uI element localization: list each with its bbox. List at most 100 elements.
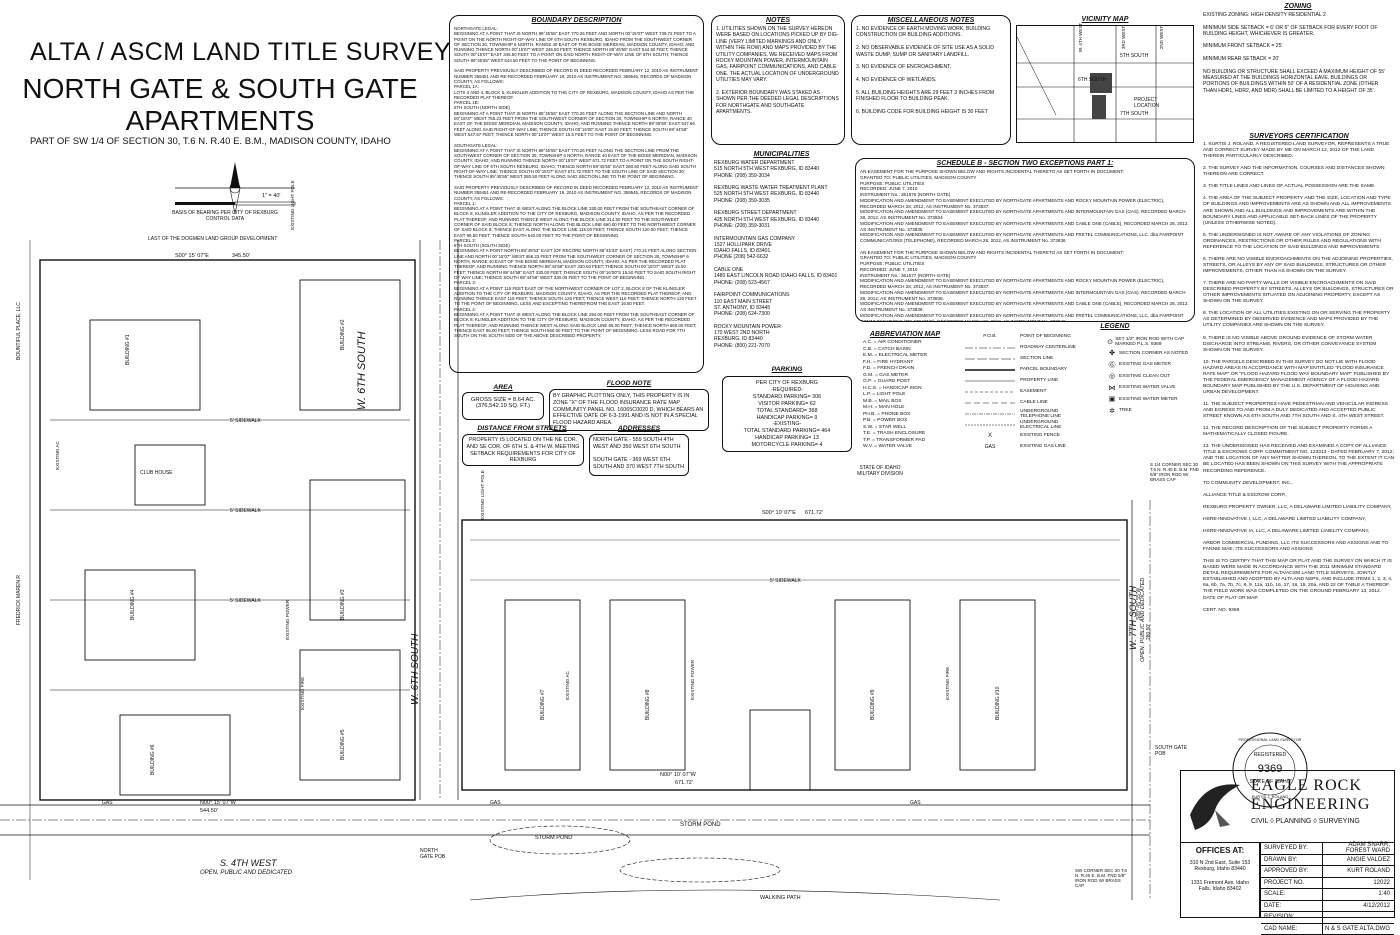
sheet-row: REVISION: xyxy=(1261,912,1394,924)
label-existing-ac-2: EXISTING AC xyxy=(565,671,570,700)
sheet-row-value: N & S GATE ALTA.DWG xyxy=(1323,926,1394,932)
sheet-row-value: KURT ROLAND xyxy=(1323,868,1394,874)
bearing-south-bottom: N00° 10' 07"W xyxy=(660,772,696,778)
label-storm-pond-a: STORM POND xyxy=(535,835,572,841)
label-building-6: BUILDING #6 xyxy=(150,744,156,775)
label-sw-corner: SW CORNER SEC 30 T.6 N. R.40 E. B.M. FND… xyxy=(1075,868,1131,888)
sheet-row-value: 1:40 xyxy=(1323,891,1394,897)
sheet-row: PROJECT NO.12022 xyxy=(1261,878,1394,890)
label-gas-2: GAS xyxy=(490,800,501,806)
sheet-row-label: SCALE: xyxy=(1261,889,1323,900)
label-6th-south: W. 6TH SOUTH xyxy=(356,332,368,410)
sheet-row: DATE:4/12/2012 xyxy=(1261,901,1394,913)
label-state-idaho: STATE OF IDAHO MILITARY DIVISION xyxy=(850,465,910,477)
label-building-4: BUILDING #4 xyxy=(130,589,136,620)
label-existing-power-2: EXISTING POWER xyxy=(690,660,695,700)
label-existing-lp-2: EXISTING LIGHT POLE xyxy=(480,470,485,520)
zoning-panel: ZONING EXISTING ZONING: HIGH DENSITY RES… xyxy=(1203,2,1393,130)
sheet-row-label: PROJECT NO. xyxy=(1261,878,1323,889)
company-tagline: CIVIL ◊ PLANNING ◊ SURVEYING xyxy=(1251,818,1360,825)
sheet-row-label: SURVEYED BY: xyxy=(1261,843,1323,854)
bearing-west: N00° 15' 07"W xyxy=(200,800,236,806)
office-2: 1331 Fremont Ave. Idaho Falls, Idaho 834… xyxy=(1181,880,1259,892)
label-existing-fire-2: EXISTING FIRE xyxy=(945,667,950,700)
survey-title-line2: NORTH GATE & SOUTH GATE xyxy=(20,72,420,105)
vicinity-label-3rd-west: 3RD WEST xyxy=(1121,26,1126,49)
sheet-row-label: REVISION: xyxy=(1261,912,1323,923)
municipalities-heading: MUNICIPALITIES xyxy=(714,151,849,158)
survey-title-line1: ALTA / ASCM LAND TITLE SURVEY OF: xyxy=(30,38,501,67)
sheet-row-value: 12022 xyxy=(1323,880,1394,886)
bearing-south-top: S00° 10' 07"E xyxy=(762,510,796,516)
sheet-row-value: 4/12/2012 xyxy=(1323,903,1394,909)
sheet-row: CAD NAME:N & S GATE ALTA.DWG xyxy=(1261,924,1394,935)
company-name-top: EAGLE ROCK xyxy=(1251,777,1362,795)
seal-line2: REGISTERED xyxy=(1230,752,1310,758)
label-sidewalk-3: 5' SIDEWALK xyxy=(230,598,261,604)
label-bountiful: BOUNTIFUL PLACE, LLC xyxy=(16,302,22,360)
label-4th-west: S. 4TH WEST xyxy=(220,858,277,868)
vicinity-label-6th-south: 6TH SOUTH xyxy=(1078,77,1106,83)
label-6th-south-b: W. 6TH SOUTH xyxy=(410,634,421,705)
south-gate-boundary xyxy=(462,520,1127,790)
label-building-7: BUILDING #7 xyxy=(540,689,546,720)
label-last-dogmen: LAST OF THE DOGMEN LAND GROUP DEVELOPMEN… xyxy=(148,236,277,242)
label-club-house: CLUB HOUSE xyxy=(140,470,173,476)
vicinity-label-2nd-west: 2ND WEST xyxy=(1159,26,1164,49)
vicinity-label-4th-west: W. 4TH WEST xyxy=(1078,23,1083,52)
site-plan-drawing xyxy=(0,180,1200,920)
label-north-gate-pob: NORTH GATE POB xyxy=(420,848,450,860)
label-building-1: BUILDING #1 xyxy=(125,334,131,365)
label-south-gate-pob: SOUTH GATE POB xyxy=(1155,745,1191,757)
label-building-2: BUILDING #2 xyxy=(340,319,346,350)
bearing-east: S89° 45' 55"W xyxy=(1136,588,1142,620)
label-building-8: BUILDING #8 xyxy=(645,689,651,720)
notes-heading: NOTES xyxy=(712,17,844,24)
zoning-text: EXISTING ZONING: HIGH DENSITY RESIDENTIA… xyxy=(1203,12,1393,94)
notes-panel: NOTES 1. UTILITIES SHOWN ON THE SURVEY H… xyxy=(711,15,845,145)
sheet-row: DRAWN BY:ANGIE VALDEZ xyxy=(1261,855,1394,867)
sheet-row-label: DRAWN BY: xyxy=(1261,855,1323,866)
surveyor-text: 1. KURTIS J. ROLAND, A REGISTERED LAND S… xyxy=(1203,142,1395,614)
schedule-heading: SCHEDULE B - SECTION TWO EXCEPTIONS PART… xyxy=(856,160,1194,167)
misc-text: 1. NO EVIDENCE OF EARTH MOVING WORK, BUI… xyxy=(852,26,1010,116)
seal-line1: PROFESSIONAL LAND SURVEYOR xyxy=(1230,738,1310,742)
label-existing-ac-1: EXISTING AC xyxy=(55,441,60,470)
vicinity-label-5th-south: 5TH SOUTH xyxy=(1120,53,1148,59)
label-building-5: BUILDING #5 xyxy=(340,729,346,760)
label-gas-1: GAS xyxy=(102,800,113,806)
label-building-3: BUILDING #3 xyxy=(340,589,346,620)
offices-heading: OFFICES AT: xyxy=(1181,846,1259,855)
company-logo-block: EAGLE ROCK ENGINEERING CIVIL ◊ PLANNING … xyxy=(1180,770,1395,843)
label-existing-lp-1: EXISTING LIGHT POLE xyxy=(290,180,295,230)
misc-notes-panel: MISCELLANEOUS NOTES 1. NO EVIDENCE OF EA… xyxy=(851,15,1011,145)
notes-text: 1. UTILITIES SHOWN ON THE SURVEY HEREON … xyxy=(712,26,844,116)
vicinity-map-drawing xyxy=(1016,25,1194,143)
vicinity-map-panel: VICINITY MAP 5TH SOUTH 6TH SOUTH 7TH SOU… xyxy=(1016,15,1194,143)
surveyor-heading: SURVEYORS CERTIFICATION xyxy=(1203,133,1395,140)
vicinity-heading: VICINITY MAP xyxy=(1016,16,1194,23)
dist-west: 544.50' xyxy=(200,808,218,814)
dist-south-top: 671.72' xyxy=(805,510,823,516)
label-s14-corner: S 1/4 CORNER SEC 30 T.6 N. R.40 E. B.M. … xyxy=(1150,462,1200,482)
misc-heading: MISCELLANEOUS NOTES xyxy=(852,17,1010,24)
zoning-heading: ZONING xyxy=(1203,3,1393,10)
label-storm-pond-b: STORM POND xyxy=(680,822,721,828)
sheet-row-label: APPROVED BY: xyxy=(1261,866,1323,877)
offices-block: OFFICES AT: 310 N 2nd East, Suite 153 Re… xyxy=(1180,843,1260,918)
vicinity-label-7th-south: 7TH SOUTH xyxy=(1120,111,1148,117)
label-walking-path: WALKING PATH xyxy=(760,895,801,901)
office-1: 310 N 2nd East, Suite 153 Rexburg, Idaho… xyxy=(1181,860,1259,872)
label-sidewalk-4: 5' SIDEWALK xyxy=(770,578,801,584)
survey-subtitle: PART OF SW 1/4 OF SECTION 30, T.6 N. R.4… xyxy=(30,136,391,147)
bearing-north-line: S00° 15' 07"E xyxy=(175,253,209,259)
dist-north-line: 345.50' xyxy=(232,253,250,259)
dist-east: 280.50' xyxy=(1146,624,1152,640)
eagle-logo-icon xyxy=(1185,775,1245,835)
label-building-10: BUILDING #10 xyxy=(995,687,1001,720)
surveyor-certification-panel: SURVEYORS CERTIFICATION 1. KURTIS J. ROL… xyxy=(1203,132,1395,772)
survey-title-line3: APARTMENTS xyxy=(20,104,420,137)
sheet-row: SCALE:1:40 xyxy=(1261,889,1394,901)
sheet-row-label: CAD NAME: xyxy=(1261,924,1323,935)
